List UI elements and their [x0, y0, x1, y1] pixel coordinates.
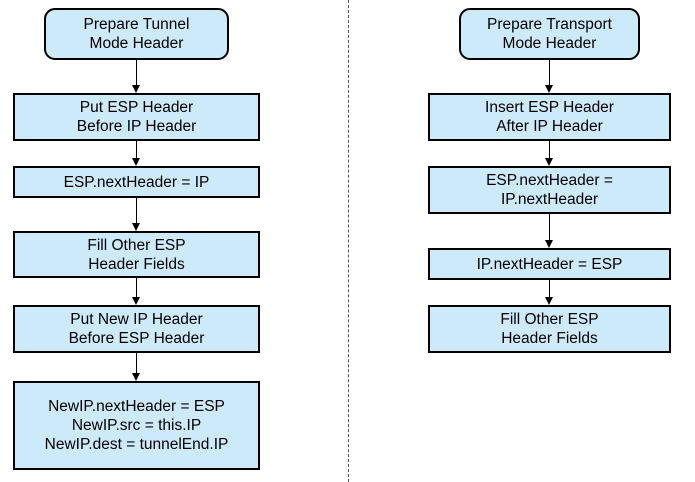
start-node-prepare-tunnel-mode-header: Prepare Tunnel Mode Header — [44, 8, 229, 60]
process-node-newip-nextheader-esp-newip-src-this-ip-newip-des: NewIP.nextHeader = ESP NewIP.src = this.… — [13, 381, 260, 470]
process-node-put-new-ip-header-before-esp-header: Put New IP Header Before ESP Header — [13, 305, 260, 353]
arrow-shaft — [549, 280, 550, 298]
start-node-prepare-transport-mode-header: Prepare Transport Mode Header — [459, 8, 640, 60]
process-node-insert-esp-header-after-ip-header: Insert ESP Header After IP Header — [428, 93, 671, 141]
arrow-shaft — [136, 198, 137, 224]
arrow-shaft — [549, 141, 550, 159]
arrow-shaft — [549, 60, 550, 86]
process-node-esp-nextheader-ip-nextheader: ESP.nextHeader = IP.nextHeader — [428, 166, 671, 214]
arrow-shaft — [136, 278, 137, 298]
arrow-head-icon — [131, 85, 140, 93]
arrow-head-icon — [131, 223, 140, 231]
arrow-head-icon — [131, 297, 140, 305]
arrow-shaft — [136, 60, 137, 86]
arrow-head-icon — [544, 85, 553, 93]
process-node-ip-nextheader-esp: IP.nextHeader = ESP — [428, 248, 671, 280]
arrow-head-icon — [544, 240, 553, 248]
arrow-shaft — [549, 214, 550, 241]
arrow-head-icon — [131, 373, 140, 381]
process-node-put-esp-header-before-ip-header: Put ESP Header Before IP Header — [13, 93, 260, 141]
process-node-esp-nextheader-ip: ESP.nextHeader = IP — [13, 166, 260, 198]
vertical-dashed-divider — [348, 0, 349, 482]
arrow-head-icon — [131, 158, 140, 166]
arrow-head-icon — [544, 297, 553, 305]
process-node-fill-other-esp-header-fields: Fill Other ESP Header Fields — [13, 231, 260, 278]
arrow-shaft — [136, 353, 137, 374]
arrow-shaft — [136, 141, 137, 159]
process-node-fill-other-esp-header-fields: Fill Other ESP Header Fields — [428, 305, 671, 353]
arrow-head-icon — [544, 158, 553, 166]
